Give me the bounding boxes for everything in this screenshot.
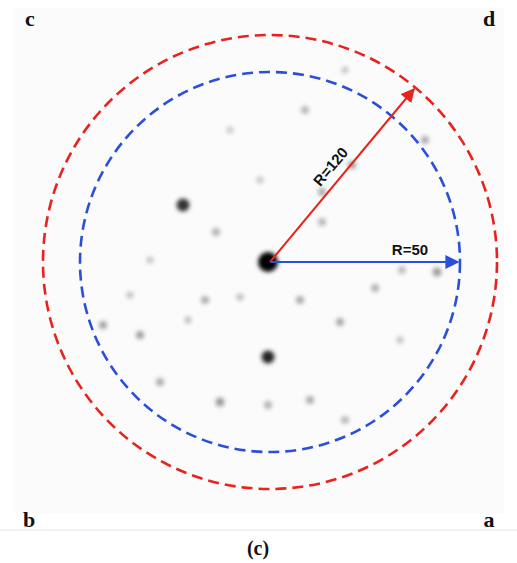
- inner-dashed-circle: [80, 72, 460, 452]
- diffraction-spot: [371, 284, 379, 292]
- diffraction-spot: [318, 218, 326, 226]
- outer-dashed-circle: [43, 35, 497, 489]
- diffraction-spot: [336, 318, 344, 326]
- diffraction-spot: [201, 296, 209, 304]
- diffraction-spot: [147, 257, 154, 264]
- corner-letter: a: [484, 507, 495, 533]
- diffraction-spot: [99, 321, 107, 329]
- diffraction-spot: [177, 199, 190, 212]
- diffraction-spot: [306, 396, 314, 404]
- corner-letter: d: [483, 6, 495, 32]
- diffraction-spot: [227, 127, 234, 134]
- corner-letter: c: [25, 6, 35, 32]
- radius-label: R=50: [392, 241, 428, 258]
- diffraction-spot: [341, 416, 349, 424]
- diffraction-spot: [257, 177, 264, 184]
- diffraction-spot: [397, 337, 404, 344]
- diffraction-spot: [136, 331, 144, 339]
- diffraction-spot: [237, 294, 244, 301]
- diffraction-spot: [216, 398, 225, 407]
- figure-caption: (c): [247, 537, 269, 560]
- diffraction-spot: [398, 266, 406, 274]
- radius-arrow: [270, 89, 414, 262]
- diffraction-spot: [185, 317, 192, 324]
- pattern-ground: [14, 8, 504, 513]
- diffraction-spot: [421, 136, 429, 144]
- diffraction-spot: [342, 67, 349, 74]
- diffraction-spot: [127, 292, 134, 299]
- diffraction-spot: [433, 268, 442, 277]
- radius-arrow: [270, 261, 458, 263]
- diffraction-spots: [99, 67, 442, 425]
- diffraction-spot: [264, 401, 272, 409]
- corner-letter: b: [23, 507, 35, 533]
- diffraction-spot: [296, 296, 304, 304]
- diffraction-spot: [262, 351, 275, 364]
- diffraction-spot: [301, 106, 309, 114]
- diffraction-spot: [212, 228, 220, 236]
- diffraction-spot: [156, 378, 164, 386]
- frame-line: [0, 530, 517, 531]
